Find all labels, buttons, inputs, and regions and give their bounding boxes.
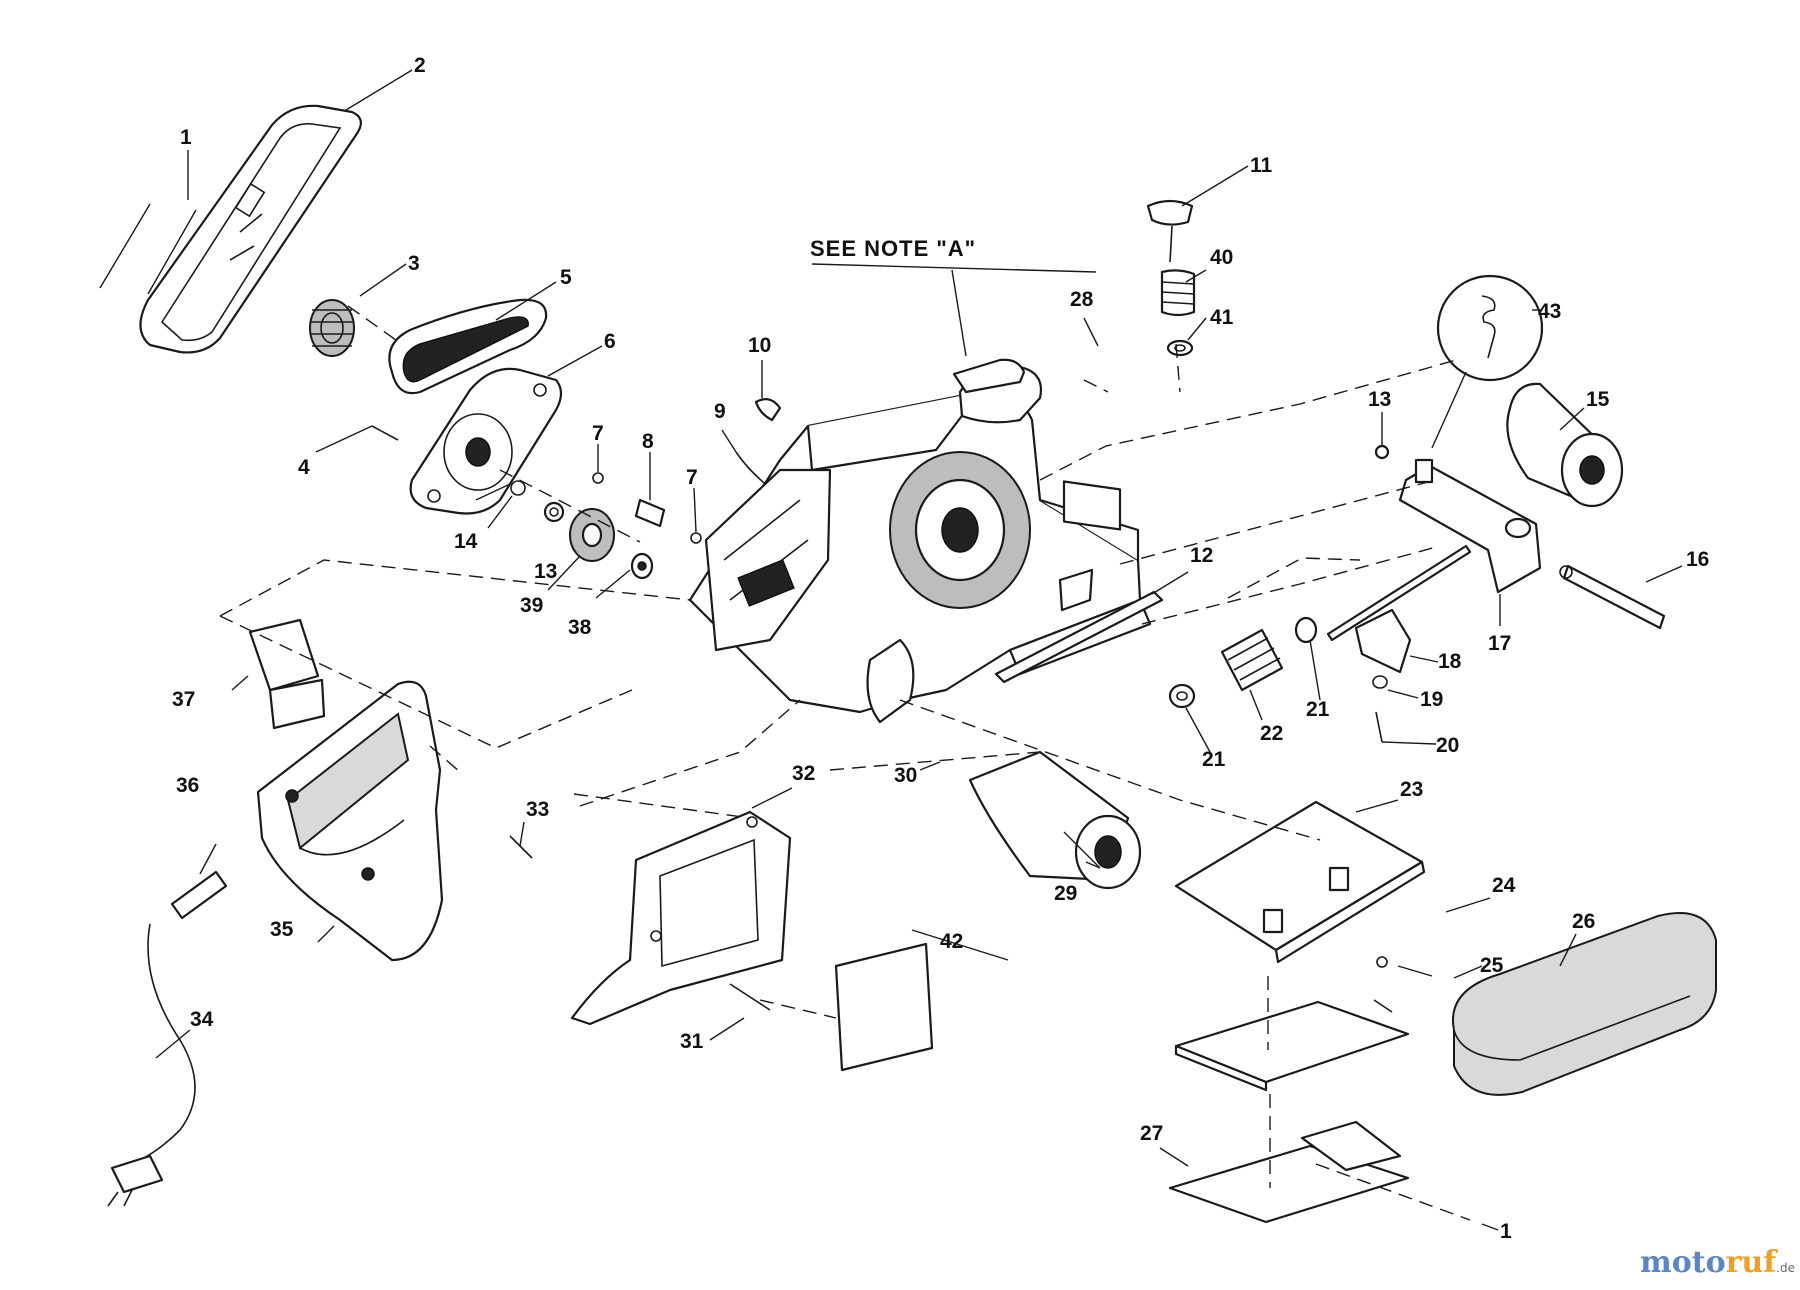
callout-number: 12 — [1190, 544, 1213, 567]
part-platen-23 — [1174, 800, 1426, 964]
part-main-housing — [688, 358, 1152, 724]
callout-number: 34 — [190, 1008, 214, 1031]
part-switch-37 — [248, 618, 326, 730]
watermark-suffix: .de — [1776, 1261, 1795, 1275]
part-plate-27 — [1168, 1120, 1410, 1224]
part-belt-cover — [139, 104, 363, 354]
part-plate-25 — [1174, 1000, 1410, 1092]
callout-number: 21 — [1202, 748, 1226, 771]
watermark: motoruf.de — [1640, 1245, 1795, 1280]
callout-number: 38 — [568, 616, 592, 639]
callout-number: 30 — [894, 764, 917, 787]
callout-number: 31 — [680, 1030, 704, 1053]
part-screws-24 — [1373, 956, 1393, 1013]
callout-number: 1 — [180, 126, 192, 149]
callout-number: 28 — [1070, 288, 1094, 311]
callout-number: 11 — [1250, 154, 1273, 177]
part-drive-belt — [388, 298, 548, 395]
callout-number: 10 — [748, 334, 771, 357]
note-label: SEE NOTE "A" — [810, 236, 976, 261]
callout-number: 17 — [1488, 632, 1511, 655]
callout-number: 36 — [176, 774, 199, 797]
callout-number: 25 — [1480, 954, 1504, 977]
construction-lines — [219, 305, 1471, 1221]
watermark-part-a: moto — [1640, 1245, 1726, 1280]
callout-number: 39 — [520, 594, 543, 617]
callout-number: 14 — [454, 530, 478, 553]
callout-number: 23 — [1400, 778, 1423, 801]
callout-number: 29 — [1054, 882, 1077, 905]
part-screw-31 — [729, 983, 771, 1011]
callout-number: 37 — [172, 688, 195, 711]
callout-number: 15 — [1586, 388, 1610, 411]
callout-number: 7 — [592, 422, 604, 445]
part-tension-knob — [1146, 199, 1196, 357]
callout-number: 20 — [1436, 734, 1459, 757]
part-rod-12 — [994, 544, 1472, 684]
part-screw-13-right — [1374, 444, 1390, 460]
part-label-42 — [834, 942, 934, 1072]
callout-number: 9 — [714, 400, 726, 423]
callout-number: 4 — [298, 456, 310, 479]
part-side-cover-32 — [570, 810, 792, 1026]
part-drum-29 — [968, 750, 1142, 890]
note-underline — [811, 263, 1097, 357]
watermark-part-b: ruf — [1726, 1245, 1779, 1280]
part-cord-34 — [107, 870, 228, 1207]
callout-number: 7 — [686, 466, 698, 489]
part-small-gear-set — [510, 480, 654, 580]
part-sanding-belt — [1452, 912, 1717, 1096]
callout-number: 2 — [414, 54, 426, 77]
callout-number: 35 — [270, 918, 294, 941]
callout-number: 24 — [1492, 874, 1516, 897]
callout-number: 3 — [408, 252, 420, 275]
callout-number: 16 — [1686, 548, 1709, 571]
callout-number: 6 — [604, 330, 616, 353]
part-spring-detail — [1436, 274, 1544, 382]
callout-number: 5 — [560, 266, 572, 289]
part-screws-7-8 — [592, 472, 702, 544]
part-gear-housing — [409, 367, 563, 515]
callout-number: 1 — [1500, 1220, 1512, 1243]
callout-number: 43 — [1538, 300, 1561, 323]
callout-number: 21 — [1306, 698, 1330, 721]
part-screw-4 — [371, 425, 399, 441]
part-screw-33 — [509, 835, 533, 859]
svg-text:motoruf.de: motoruf.de — [1640, 1245, 1795, 1280]
part-drum-15 — [1506, 382, 1624, 508]
part-handle-35 — [256, 680, 444, 962]
part-bracket-17 — [1398, 458, 1542, 594]
callout-number: 27 — [1140, 1122, 1163, 1145]
callout-number: 22 — [1260, 722, 1283, 745]
part-spring-22 — [1168, 616, 1318, 709]
part-shaft-16 — [1559, 564, 1666, 630]
leader-lines — [99, 69, 1683, 1231]
callout-number: 33 — [526, 798, 549, 821]
part-label-28 — [1062, 480, 1122, 531]
callout-number: 41 — [1210, 306, 1234, 329]
callout-number: 42 — [940, 930, 963, 953]
part-lever-18 — [1354, 608, 1412, 743]
callout-number: 19 — [1420, 688, 1443, 711]
callout-number: 8 — [642, 430, 654, 453]
callout-number: 13 — [1368, 388, 1391, 411]
callout-number: 32 — [792, 762, 815, 785]
callout-numbers: 1 2 3 4 5 6 7 7 8 9 10 11 12 13 13 14 15… — [172, 54, 1709, 1243]
callout-number: 40 — [1210, 246, 1233, 269]
callout-number: 18 — [1438, 650, 1462, 673]
callout-number: 13 — [534, 560, 557, 583]
callout-number: 26 — [1572, 910, 1595, 933]
part-drive-pulley — [309, 299, 355, 357]
